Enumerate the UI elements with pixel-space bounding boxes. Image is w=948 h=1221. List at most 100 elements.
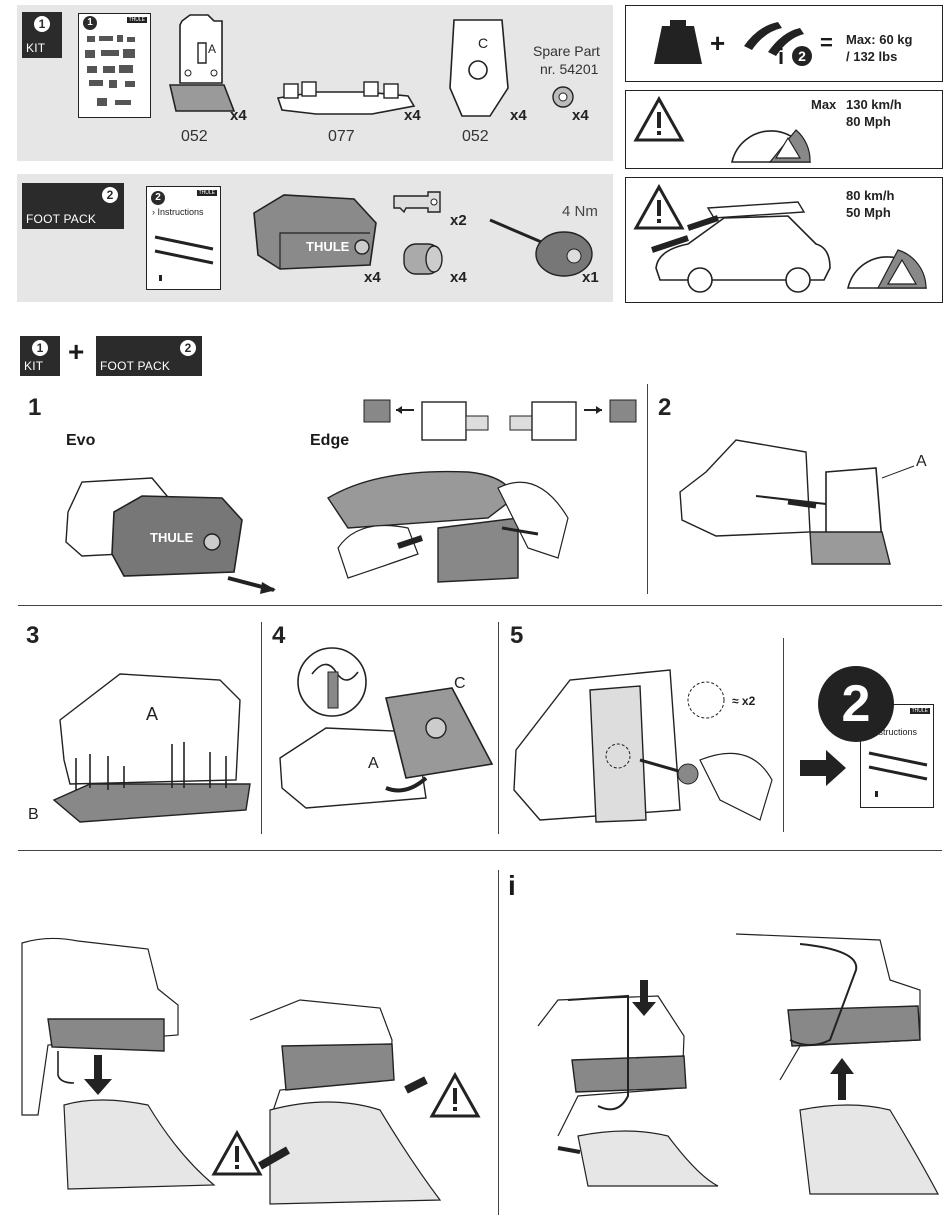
load-equals: =: [820, 30, 833, 55]
edge-detail-illustration: [363, 399, 637, 441]
spare-part-title: Spare Part: [533, 43, 600, 59]
evo-label: Evo: [66, 432, 96, 449]
step-4-illustration: A: [279, 647, 494, 809]
kit-doc-number: 1: [83, 16, 97, 30]
warning-triangle-3-icon: [211, 1129, 263, 1176]
step-5-number: 5: [510, 622, 524, 649]
key-qty: x2: [450, 212, 467, 229]
foot-pack-doc-title: › Instructions: [152, 207, 204, 217]
foot-pack-instructions-doc: 2 THULE › Instructions: [146, 186, 221, 290]
next-arrow-icon: [800, 750, 846, 786]
info-i-small: i: [778, 44, 785, 69]
bracket-a-illustration: A: [168, 14, 236, 112]
step-4-label-c: C: [454, 675, 466, 692]
key-icon: [393, 191, 441, 214]
evo-foot-illustration: THULE: [65, 477, 276, 594]
spare-part-number: nr. 54201: [540, 61, 599, 77]
bottom-divider: [498, 870, 499, 1215]
step-3-4-divider: [261, 622, 262, 834]
step-3-illustration: A: [52, 673, 251, 823]
tool-torque: 4 Nm: [562, 203, 598, 220]
step-4-number: 4: [272, 622, 286, 649]
combo-kit-number: 1: [32, 340, 48, 356]
clip-info-illustration-2: [735, 933, 939, 1195]
kit-badge-number: 1: [34, 16, 50, 32]
kit-badge-label: KIT: [26, 41, 46, 55]
wind-kmh: 80 km/h: [846, 188, 895, 203]
roof-bars-icon: [744, 22, 804, 56]
weight-icon: [654, 20, 702, 64]
step-2-label-a: A: [916, 453, 927, 470]
step-3-number: 3: [26, 622, 40, 649]
row-1-divider: [18, 605, 942, 606]
step-4-5-divider: [498, 622, 499, 834]
foot-qty: x4: [364, 269, 381, 286]
combo-kit-label: KIT: [24, 359, 44, 373]
speedometer-icon: [730, 129, 812, 163]
foot-pack-badge: 2 FOOT PACK: [22, 183, 124, 229]
foot-pack-doc-number: 2: [151, 191, 165, 205]
svg-text:A: A: [146, 704, 158, 724]
step-5-illustration: [513, 669, 773, 823]
evo-brand: THULE: [150, 530, 194, 545]
step-3-label-b: B: [28, 806, 39, 823]
combo-kit-badge: 1 KIT: [20, 336, 60, 376]
row-2-divider: [18, 850, 942, 851]
foot-brand: THULE: [306, 239, 350, 254]
speedometer-2-icon: [846, 249, 928, 289]
foot-pack-badge-label: FOOT PACK: [26, 212, 97, 226]
step-2-illustration: [679, 439, 915, 565]
torque-tool-icon: [489, 218, 593, 277]
combo-foot-pack-badge: 2 FOOT PACK: [96, 336, 202, 376]
step-5-x2: ≈ x2: [732, 694, 756, 708]
bar-part-illustration: [276, 81, 416, 115]
next-doc-brand: THULE: [909, 708, 930, 714]
combo-plus: +: [68, 336, 85, 367]
kit-doc-brand: THULE: [126, 17, 147, 23]
load-max-kg: Max: 60 kg: [846, 32, 913, 47]
kit-part-3-code: 052: [462, 128, 489, 145]
step-1-number: 1: [28, 394, 42, 421]
edge-hands-illustration: [327, 470, 569, 583]
kit-part-1-qty: x4: [230, 107, 247, 124]
foot-seated-illustration: [249, 999, 442, 1205]
combo-foot-pack-label: FOOT PACK: [100, 359, 171, 373]
kit-instructions-doc: 1 THULE: [78, 13, 151, 118]
info-number-circle: 2: [792, 46, 812, 66]
tool-qty: x1: [582, 269, 599, 286]
foot-pack-badge-number: 2: [102, 187, 118, 203]
pad-c-illustration: C: [449, 19, 509, 117]
step-2-number: 2: [658, 394, 672, 421]
speed-kmh: 130 km/h: [846, 97, 902, 112]
kit-part-1-code: 052: [181, 128, 208, 145]
next-doc-bars-illustration: [868, 751, 928, 797]
load-plus: +: [710, 28, 726, 58]
kit-part-3-qty: x4: [510, 107, 527, 124]
speed-mph: 80 Mph: [846, 114, 891, 129]
warning-triangle-2-icon: [633, 183, 685, 230]
spare-bolt-icon: [552, 86, 574, 108]
kit-part-2-code: 077: [328, 128, 355, 145]
speed-max-label: Max: [811, 97, 837, 112]
svg-text:A: A: [368, 755, 379, 772]
step-1-2-divider: [647, 384, 648, 594]
foot-pack-doc-brand: THULE: [196, 190, 217, 196]
combo-foot-pack-number: 2: [180, 340, 196, 356]
foot-pack-doc-bars-illustration: [154, 235, 214, 281]
next-step-circle: 2: [818, 666, 894, 742]
kit-part-2-qty: x4: [404, 107, 421, 124]
foot-placement-illustration: [21, 937, 216, 1190]
load-max-lbs: / 132 lbs: [846, 49, 898, 64]
car-with-roof-load-illustration: [651, 201, 831, 293]
lock-qty: x4: [450, 269, 467, 286]
info-i-large: i: [508, 870, 516, 901]
clip-info-illustration-1: [537, 980, 719, 1187]
step-5-next-divider: [783, 638, 784, 832]
thule-foot-illustration: THULE: [253, 194, 377, 270]
wind-mph: 50 Mph: [846, 205, 891, 220]
kit-badge: 1 KIT: [22, 12, 62, 58]
kit-doc-parts-illustration: [85, 35, 135, 106]
warning-triangle-4-icon: [429, 1071, 481, 1118]
svg-text:C: C: [478, 35, 488, 51]
edge-label: Edge: [310, 432, 350, 449]
